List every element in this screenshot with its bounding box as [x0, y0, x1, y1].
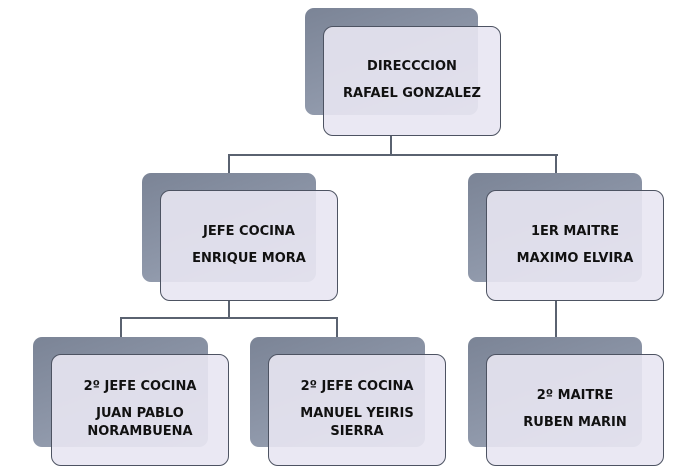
node-role: 2º JEFE COCINA: [83, 378, 197, 394]
node-role: 1ER MAITRE: [530, 223, 620, 239]
node-person: ENRIQUE MORA: [192, 250, 306, 266]
node-person: MANUEL YEIRIS SIERRA: [300, 405, 414, 440]
node-role: 2º MAITRE: [536, 388, 614, 404]
node-segundo-jefe-1: 2º JEFE COCINA JUAN PABLO NORAMBUENA: [51, 354, 229, 466]
node-role: JEFE COCINA: [203, 223, 295, 239]
connector: [555, 301, 557, 354]
connector: [120, 317, 338, 319]
connector: [120, 317, 122, 354]
node-role: DIRECCCION: [367, 59, 457, 75]
connector: [336, 317, 338, 354]
connector: [390, 136, 392, 156]
node-person: RAFAEL GONZALEZ: [343, 86, 481, 101]
node-maitre: 1ER MAITRE MAXIMO ELVIRA: [486, 190, 664, 301]
node-person: JUAN PABLO NORAMBUENA: [87, 405, 193, 440]
connector: [228, 154, 230, 190]
node-segundo-maitre: 2º MAITRE RUBEN MARIN: [486, 354, 664, 466]
node-direccion: DIRECCCION RAFAEL GONZALEZ: [323, 26, 501, 136]
connector: [228, 154, 558, 156]
connector: [228, 301, 230, 319]
node-person: MAXIMO ELVIRA: [516, 250, 634, 266]
node-role: 2º JEFE COCINA: [300, 378, 414, 394]
node-person: RUBEN MARIN: [523, 415, 627, 430]
node-segundo-jefe-2: 2º JEFE COCINA MANUEL YEIRIS SIERRA: [268, 354, 446, 466]
connector: [555, 154, 557, 190]
node-jefe-cocina: JEFE COCINA ENRIQUE MORA: [160, 190, 338, 301]
